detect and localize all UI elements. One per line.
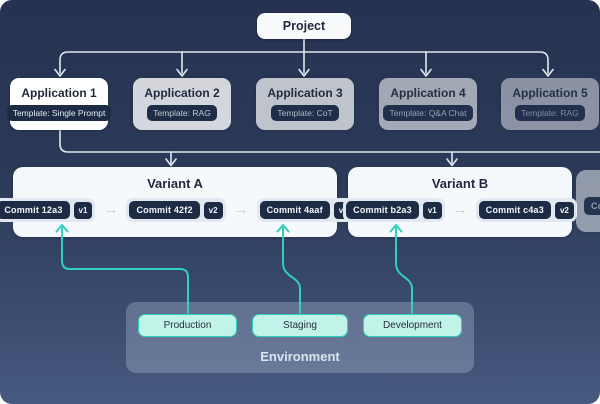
commit-badge: Commit 12a3: [0, 201, 70, 219]
flow-arrow-icon: →: [103, 200, 119, 218]
application-node-2: Application 2 Template: RAG: [133, 78, 231, 130]
commit-group: Commit 12a3 v1: [0, 198, 96, 222]
template-badge: Template: CoT: [271, 105, 339, 121]
project-label: Project: [282, 19, 326, 33]
production-connector-line: [61, 227, 189, 314]
application-node-1: Application 1 Template: Single Prompt: [6, 78, 112, 130]
commit-badge: Commit c4a3: [478, 201, 551, 219]
application-title: Application 1: [21, 86, 97, 100]
variant-partial-node: Commit: [576, 170, 600, 232]
variants-branch-line: [59, 129, 600, 153]
commit-badge: Commit: [584, 197, 600, 215]
template-badge: Template: RAG: [515, 105, 585, 121]
commit-group: Commit b2a3 v1: [343, 198, 445, 222]
version-badge: v2: [203, 201, 223, 219]
apps-branch-line: [59, 51, 549, 74]
project-node: Project: [257, 13, 351, 39]
commit-group: Commit c4a3 v2: [475, 198, 577, 222]
version-badge: v2: [554, 201, 574, 219]
commit-group: Commit 42f2 v2: [126, 198, 226, 222]
version-badge: v1: [73, 201, 93, 219]
development-connector-line: [395, 227, 413, 314]
environment-container: Production Staging Development Environme…: [126, 302, 474, 373]
arrowhead-icon: [165, 158, 177, 167]
flow-arrow-icon: →: [233, 200, 249, 218]
template-badge: Template: RAG: [147, 105, 217, 121]
version-badge: v1: [422, 201, 442, 219]
commit-row: Commit b2a3 v1 → Commit c4a3 v2: [343, 198, 577, 222]
application-node-3: Application 3 Template: CoT: [256, 78, 354, 130]
commit-group: Commit 4aaf v3: [256, 198, 356, 222]
commit-badge: Commit b2a3: [346, 201, 419, 219]
application-title: Application 2: [144, 86, 220, 100]
template-badge: Template: Single Prompt: [6, 105, 112, 121]
variant-b-node: Variant B Commit b2a3 v1 → Commit c4a3 v…: [343, 167, 577, 237]
application-node-5: Application 5 Template: RAG: [501, 78, 599, 130]
arrowhead-icon: [542, 68, 554, 77]
environment-label: Environment: [260, 349, 340, 364]
arrowhead-icon: [298, 68, 310, 77]
environment-production: Production: [138, 314, 237, 337]
environment-staging: Staging: [252, 314, 348, 337]
arrowhead-icon: [176, 68, 188, 77]
environment-development: Development: [363, 314, 462, 337]
template-badge: Template: Q&A Chat: [383, 105, 473, 121]
application-node-4: Application 4 Template: Q&A Chat: [379, 78, 477, 130]
commit-badge: Commit 42f2: [129, 201, 200, 219]
arrowhead-icon: [446, 158, 458, 167]
flow-arrow-icon: →: [452, 200, 468, 218]
arrowhead-icon: [54, 68, 66, 77]
application-title: Application 4: [390, 86, 466, 100]
commit-badge: Commit 4aaf: [259, 201, 330, 219]
variant-title: Variant B: [431, 176, 489, 191]
application-title: Application 3: [267, 86, 343, 100]
commit-row: Commit 12a3 v1 → Commit 42f2 v2 → Commit…: [0, 198, 356, 222]
variant-a-node: Variant A Commit 12a3 v1 → Commit 42f2 v…: [0, 167, 356, 237]
arrowhead-icon: [420, 68, 432, 77]
staging-connector-line: [282, 227, 301, 314]
application-title: Application 5: [512, 86, 588, 100]
variant-title: Variant A: [147, 176, 203, 191]
